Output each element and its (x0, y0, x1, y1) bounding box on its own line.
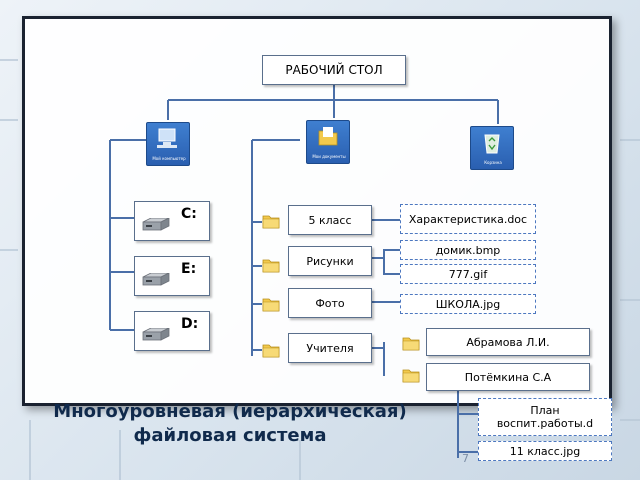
folder-label: Рисунки (306, 254, 354, 268)
drive-label: D: (181, 316, 199, 332)
file-characteristic-doc[interactable]: Характеристика.doc (400, 204, 536, 234)
folder-teachers[interactable]: Учителя (288, 333, 372, 363)
drive-c[interactable]: C: (134, 201, 210, 241)
folder-icon (262, 215, 280, 229)
folder-icon (262, 259, 280, 273)
root-label: РАБОЧИЙ СТОЛ (285, 62, 383, 77)
drive-d[interactable]: D: (134, 311, 210, 351)
folder-label: Потёмкина С.А (464, 370, 552, 384)
hard-drive-icon (142, 328, 170, 341)
file-label: 777.gif (448, 267, 488, 281)
recycle-bin-icon (484, 134, 500, 154)
file-domik-bmp[interactable]: домик.bmp (400, 240, 536, 260)
root-node: РАБОЧИЙ СТОЛ (262, 55, 406, 85)
file-school-jpg[interactable]: ШКОЛА.jpg (400, 294, 536, 314)
folder-label: 5 класс (308, 213, 352, 227)
folder-icon (402, 337, 420, 351)
desktop-icon-my-documents[interactable]: Мои документы (306, 120, 350, 164)
file-11-class-jpg[interactable]: 11 класс.jpg (478, 441, 612, 461)
desktop-icon-caption: Корзина (484, 160, 502, 165)
folder-label: Фото (315, 296, 345, 310)
page-number: 7 (462, 452, 469, 465)
file-label: ШКОЛА.jpg (435, 297, 501, 311)
folder-label: Учителя (306, 341, 354, 355)
drive-e[interactable]: E: (134, 256, 210, 296)
hard-drive-icon (142, 273, 170, 286)
documents-icon (318, 127, 338, 146)
folder-icon (262, 344, 280, 358)
drive-label: C: (181, 206, 197, 222)
hard-drive-icon (142, 218, 170, 231)
desktop-icon-caption: Мои документы (312, 154, 346, 159)
slide-title: Многоуровневая (иерархическая) файловая … (53, 401, 407, 446)
file-label: домик.bmp (435, 243, 501, 257)
folder-photo[interactable]: Фото (288, 288, 372, 318)
folder-label: Абрамова Л.И. (466, 335, 550, 349)
folder-pictures[interactable]: Рисунки (288, 246, 372, 276)
folder-abramova[interactable]: Абрамова Л.И. (426, 328, 590, 356)
folder-icon (262, 298, 280, 312)
drive-label: E: (181, 261, 197, 277)
desktop-icon-recycle-bin[interactable]: Корзина (470, 126, 514, 170)
file-label: План воспит.работы.d (496, 404, 594, 430)
file-label: 11 класс.jpg (509, 444, 581, 458)
folder-icon (402, 369, 420, 383)
computer-icon (157, 128, 177, 148)
file-label: Характеристика.doc (408, 212, 528, 226)
file-education-plan[interactable]: План воспит.работы.d (478, 398, 612, 436)
desktop-icon-my-computer[interactable]: Мой компьютер (146, 122, 190, 166)
desktop-icon-caption: Мой компьютер (152, 156, 186, 161)
folder-5-class[interactable]: 5 класс (288, 205, 372, 235)
folder-potemkina[interactable]: Потёмкина С.А (426, 363, 590, 391)
file-777-gif[interactable]: 777.gif (400, 264, 536, 284)
